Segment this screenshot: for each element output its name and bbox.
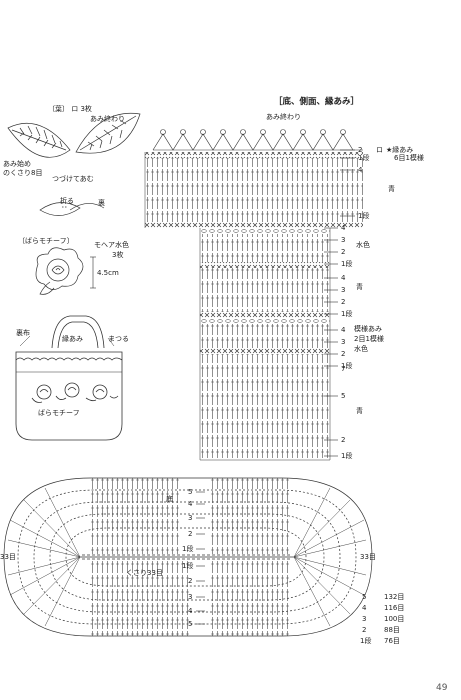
bag-motif-label: ばらモチーフ — [38, 409, 80, 417]
bottom-row-label: 1段 — [182, 562, 194, 570]
main-title: ［底、側面、縁あみ］ — [274, 97, 360, 107]
count-value: 88目 — [384, 626, 400, 634]
rose-motif — [35, 247, 96, 295]
row-pattern: 2目1模様 — [354, 335, 384, 343]
page-number: 49 — [436, 683, 448, 693]
leaf-start-label: あみ始め のくさり8目 — [3, 160, 43, 178]
row-label: 5 — [341, 392, 346, 400]
bottom-label: 底 — [166, 495, 173, 503]
stitch-block — [200, 268, 330, 312]
rose-count: 3枚 — [112, 251, 124, 259]
row-pattern: 6目1模様 — [394, 154, 424, 162]
stitch-block — [200, 324, 330, 348]
row-label: 4 — [358, 166, 363, 174]
row-label: 1段 — [341, 260, 353, 268]
stitch-block-lower — [200, 354, 330, 458]
count-row: 4 — [362, 604, 367, 612]
row-color: 青 — [356, 283, 363, 291]
row-label: 4 — [341, 224, 346, 232]
count-value: 116目 — [384, 604, 405, 612]
row-color: ロ — [376, 146, 383, 154]
row-pattern: 模様あみ — [354, 325, 382, 333]
stitch-row-x — [200, 312, 330, 318]
bag-handle-label: 縁あみ — [62, 335, 83, 343]
row-label: 2 — [341, 298, 346, 306]
count-row: 1段 — [360, 637, 372, 645]
fold-label: 折る — [60, 197, 74, 205]
bottom-stitches-bottom-left — [90, 560, 190, 636]
rose-size: 4.5cm — [97, 269, 119, 277]
count-row: 2 — [362, 626, 367, 634]
count-row: 5 — [362, 593, 367, 601]
row-label: 4 — [341, 326, 346, 334]
leaf-join-label: つづけてあむ — [52, 175, 94, 183]
bag-tie-label: まつる — [108, 335, 129, 343]
row-label: 2 — [341, 350, 346, 358]
bottom-row-arrows — [196, 491, 205, 625]
stitch-row-x — [200, 262, 330, 268]
row-label: 2 — [341, 248, 346, 256]
row-label: 1段 — [341, 310, 353, 318]
left-end-label: 33目 — [0, 553, 16, 561]
bottom-row-label: 5 — [188, 488, 193, 496]
row-arrows — [324, 149, 355, 457]
bottom-row-label: 3 — [188, 593, 193, 601]
bottom-row-label: 4 — [188, 500, 193, 508]
right-end-label: 33目 — [360, 553, 376, 561]
row-label: 2 — [358, 146, 363, 154]
row-color: 青 — [388, 185, 395, 193]
row-color: 水色 — [356, 241, 370, 249]
count-value: 132目 — [384, 593, 405, 601]
leaf-finish-label: あみ終わり — [90, 115, 125, 123]
bag-illustration — [15, 315, 123, 441]
bottom-stitches-top-right — [210, 478, 290, 554]
rose-yarn: モヘア水色 — [94, 241, 129, 249]
bottom-row-label: 2 — [188, 530, 193, 538]
leaf-title: 〔葉〕 ロ 3枚 — [48, 105, 92, 113]
bottom-stitches-top-left — [90, 478, 180, 554]
stitch-block — [200, 234, 330, 262]
fan-stitches — [7, 487, 367, 627]
fold-front-label: 裏 — [98, 199, 105, 207]
row-label: 7 — [341, 365, 346, 373]
bottom-row-label: 2 — [188, 577, 193, 585]
chain-row — [200, 318, 330, 324]
row-label: 3 — [341, 338, 346, 346]
bottom-row-label: 4 — [188, 607, 193, 615]
bottom-row-label: 3 — [188, 514, 193, 522]
bottom-stitches-bottom-right — [210, 560, 290, 636]
row-label: 1段 — [358, 154, 370, 162]
count-row: 3 — [362, 615, 367, 623]
leaf-diagram — [7, 112, 141, 158]
row-label: 4 — [341, 274, 346, 282]
row-label: 1段 — [341, 452, 353, 460]
fold-diagram — [39, 202, 105, 216]
count-value: 100目 — [384, 615, 405, 623]
row-label: 1段 — [358, 212, 370, 220]
row-label: 1段 — [341, 362, 353, 370]
rose-title: 〔ばらモチーフ〕 — [18, 237, 74, 245]
chain-row — [200, 228, 330, 234]
count-value: 76目 — [384, 637, 400, 645]
chain-count-label: くさり33目 — [126, 569, 163, 577]
stitch-block-upper — [145, 158, 363, 222]
row-label: 3 — [341, 286, 346, 294]
stitch-row-x — [200, 348, 330, 354]
row-label: 3 — [341, 236, 346, 244]
bottom-row-label: 1段 — [182, 545, 194, 553]
row-label: 2 — [341, 436, 346, 444]
stitch-row-x — [145, 152, 363, 158]
bag-fabric-label: 裏布 — [16, 329, 30, 337]
stitch-row-x — [145, 222, 363, 228]
main-finish-label: あみ終わり — [266, 113, 301, 121]
edging-row — [152, 129, 363, 151]
row-color: 水色 — [354, 345, 368, 353]
row-color: 青 — [356, 407, 363, 415]
bottom-row-label: 5 — [188, 620, 193, 628]
row-extra: ★縁あみ — [386, 146, 414, 154]
